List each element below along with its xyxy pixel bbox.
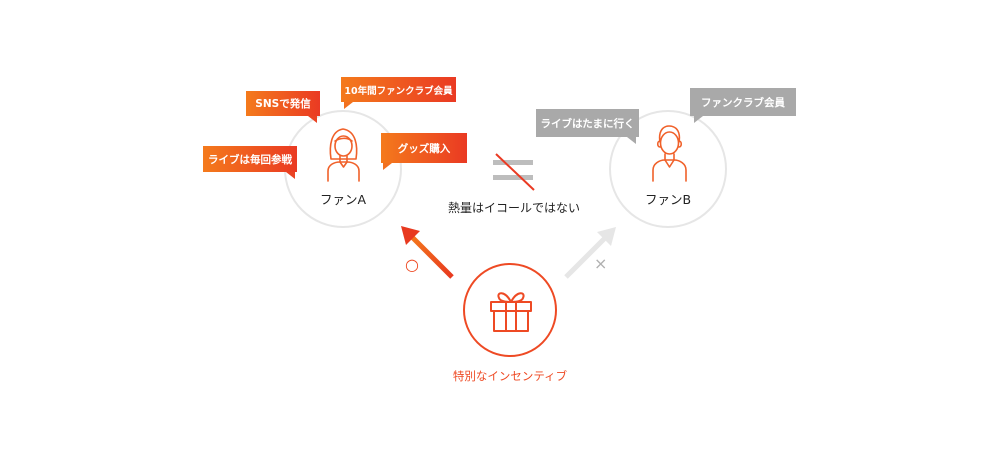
bad-mark: ×: [594, 254, 608, 273]
bubble-live-every-text: ライブは毎回参戦: [208, 153, 292, 166]
bubble-live-sometimes-text: ライブはたまに行く: [540, 117, 635, 130]
bubble-member-10y-text: 10年間ファンクラブ会員: [344, 85, 453, 97]
arrow-to-fan-b: [564, 227, 616, 279]
bubble-member-10y: 10年間ファンクラブ会員: [341, 77, 456, 102]
fan-a-label: ファンA: [319, 192, 367, 207]
fan-b-label: ファンB: [644, 192, 692, 207]
bubble-fanclub-member: ファンクラブ会員: [690, 88, 796, 116]
bubble-goods: グッズ購入: [381, 133, 467, 163]
bubble-live-every-tail: [286, 172, 295, 179]
fan-a-circle: [284, 110, 402, 228]
incentive-label: 特別なインセンティブ: [452, 369, 568, 383]
bubble-goods-text: グッズ購入: [397, 142, 451, 155]
bubble-member-10y-tail: [344, 102, 353, 109]
bubble-live-every: ライブは毎回参戦: [203, 146, 297, 172]
bubble-sns-text: SNSで発信: [255, 98, 311, 110]
bubble-fanclub-member-tail: [694, 116, 703, 123]
bubble-live-sometimes: ライブはたまに行く: [536, 109, 639, 137]
arrow-to-fan-a: [401, 226, 454, 279]
bubble-fanclub-member-text: ファンクラブ会員: [701, 96, 785, 109]
bubble-sns: SNSで発信: [246, 91, 320, 116]
bubble-sns-tail: [308, 116, 317, 123]
bubble-goods-tail: [383, 163, 392, 170]
good-mark: ○: [405, 255, 419, 274]
bubble-live-sometimes-tail: [627, 137, 636, 144]
middle-caption: 熱量はイコールではない: [448, 201, 581, 215]
not-equal-symbol: [493, 153, 535, 191]
